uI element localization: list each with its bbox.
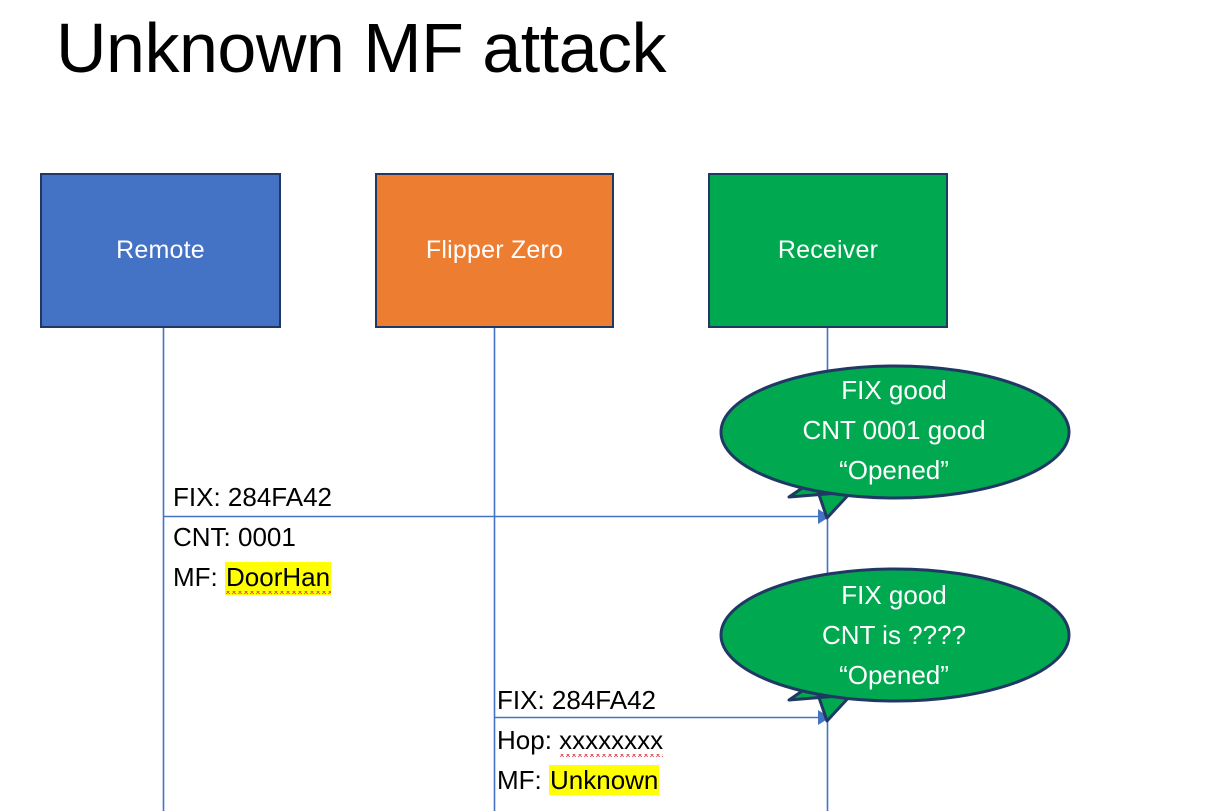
message-2-line-1-prefix: FIX: (497, 685, 552, 715)
message-label-1: FIX: 284FA42 CNT: 0001 MF: DoorHan (173, 477, 332, 597)
message-1-line-3: MF: DoorHan (173, 557, 332, 597)
message-2-line-3-prefix: MF: (497, 765, 549, 795)
actor-box-remote[interactable]: Remote (40, 173, 281, 328)
speech-bubble-2[interactable]: FIX good CNT is ???? “Opened” (719, 563, 1077, 731)
actor-label-remote: Remote (116, 236, 205, 264)
message-2-line-2-value: xxxxxxxx (559, 725, 664, 758)
message-1-line-1-value: 284FA42 (227, 482, 332, 512)
speech-bubble-2-shape (719, 567, 1071, 723)
message-1-line-3-value: DoorHan (225, 562, 331, 595)
message-2-line-2-prefix: Hop: (497, 725, 560, 755)
actor-label-flipper: Flipper Zero (425, 236, 564, 264)
message-1-line-2-prefix: CNT: (173, 522, 238, 552)
message-2-line-1-value: 284FA42 (551, 685, 656, 715)
message-label-2: FIX: 284FA42 Hop: xxxxxxxx MF: Unknown (497, 680, 664, 800)
actor-box-flipper[interactable]: Flipper Zero (375, 173, 614, 328)
actor-label-receiver: Receiver (777, 236, 879, 264)
message-2-line-1: FIX: 284FA42 (497, 680, 663, 720)
actor-box-receiver[interactable]: Receiver (708, 173, 948, 328)
message-2-line-2: Hop: xxxxxxxx (497, 720, 664, 760)
message-1-line-3-prefix: MF: (173, 562, 225, 592)
message-1-line-2: CNT: 0001 (173, 517, 332, 557)
message-1-line-1-prefix: FIX: (173, 482, 228, 512)
page-title: Unknown MF attack (56, 9, 667, 87)
speech-bubble-1-shape (719, 364, 1071, 520)
message-1-line-1: FIX: 284FA42 (173, 477, 332, 517)
message-2-line-3: MF: Unknown (497, 760, 663, 800)
message-arrowhead-1 (818, 509, 830, 524)
speech-bubble-1[interactable]: FIX good CNT 0001 good “Opened” (719, 360, 1077, 528)
message-1-line-2-value: 0001 (238, 522, 296, 552)
message-2-line-3-value: Unknown (549, 765, 660, 795)
message-arrowhead-2 (818, 710, 830, 725)
